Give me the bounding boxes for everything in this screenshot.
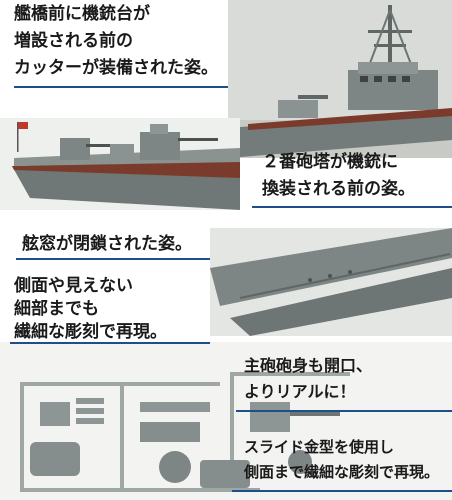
bridge-caption: 艦橋前に機銃台が 増設される前の カッターが装備された姿。 (14, 6, 218, 77)
slide-mold-caption-line-1: スライド金型を使用し (244, 438, 395, 456)
barrel-caption-line-1: 主砲砲身も開口、 (244, 356, 373, 375)
turret-caption-line-2: 換装される前の姿。 (262, 179, 415, 199)
hull-side-image (210, 228, 452, 336)
side-detail-caption-line-1: 側面や見えない (14, 276, 133, 296)
sprue-parts-image (0, 342, 452, 500)
barrel-caption-line-2: よりリアルに！ (244, 382, 356, 401)
barrel-callout-line (236, 410, 452, 412)
slide-mold-caption-line-2: 側面まで繊細な彫刻で再現。 (244, 463, 440, 481)
slide-mold-callout-line (232, 490, 452, 492)
side-detail-caption-line-3: 繊細な彫刻で再現。 (14, 322, 167, 342)
sprue-parts-photo (0, 342, 452, 500)
barrel-caption: 主砲砲身も開口、 よりリアルに！ (244, 358, 372, 400)
bridge-caption-line-3: カッターが装備された姿。 (14, 58, 218, 78)
turret-callout-line (252, 206, 452, 208)
porthole-caption: 舷窓が閉鎖された姿。 (22, 236, 192, 253)
side-detail-callout-line (10, 342, 210, 344)
side-detail-caption: 側面や見えない 細部までも 繊細な彫刻で再現。 (14, 278, 167, 341)
ship-hull-photo (0, 118, 240, 210)
bridge-caption-line-2: 増設される前の (14, 31, 133, 51)
side-detail-caption-line-2: 細部までも (14, 299, 99, 319)
bridge-callout-line (14, 86, 228, 88)
hull-side-photo (210, 228, 452, 336)
porthole-callout-line (16, 258, 210, 260)
bridge-closeup-photo (228, 0, 452, 158)
turret-caption-line-1: ２番砲塔が機銃に (262, 152, 398, 172)
porthole-caption-line-1: 舷窓が閉鎖された姿。 (22, 234, 192, 254)
bridge-caption-line-1: 艦橋前に機銃台が (14, 4, 150, 24)
bridge-closeup-image (228, 0, 452, 158)
turret-caption: ２番砲塔が機銃に 換装される前の姿。 (262, 154, 415, 198)
ship-hull-image (0, 118, 240, 210)
slide-mold-caption: スライド金型を使用し 側面まで繊細な彫刻で再現。 (244, 440, 439, 480)
